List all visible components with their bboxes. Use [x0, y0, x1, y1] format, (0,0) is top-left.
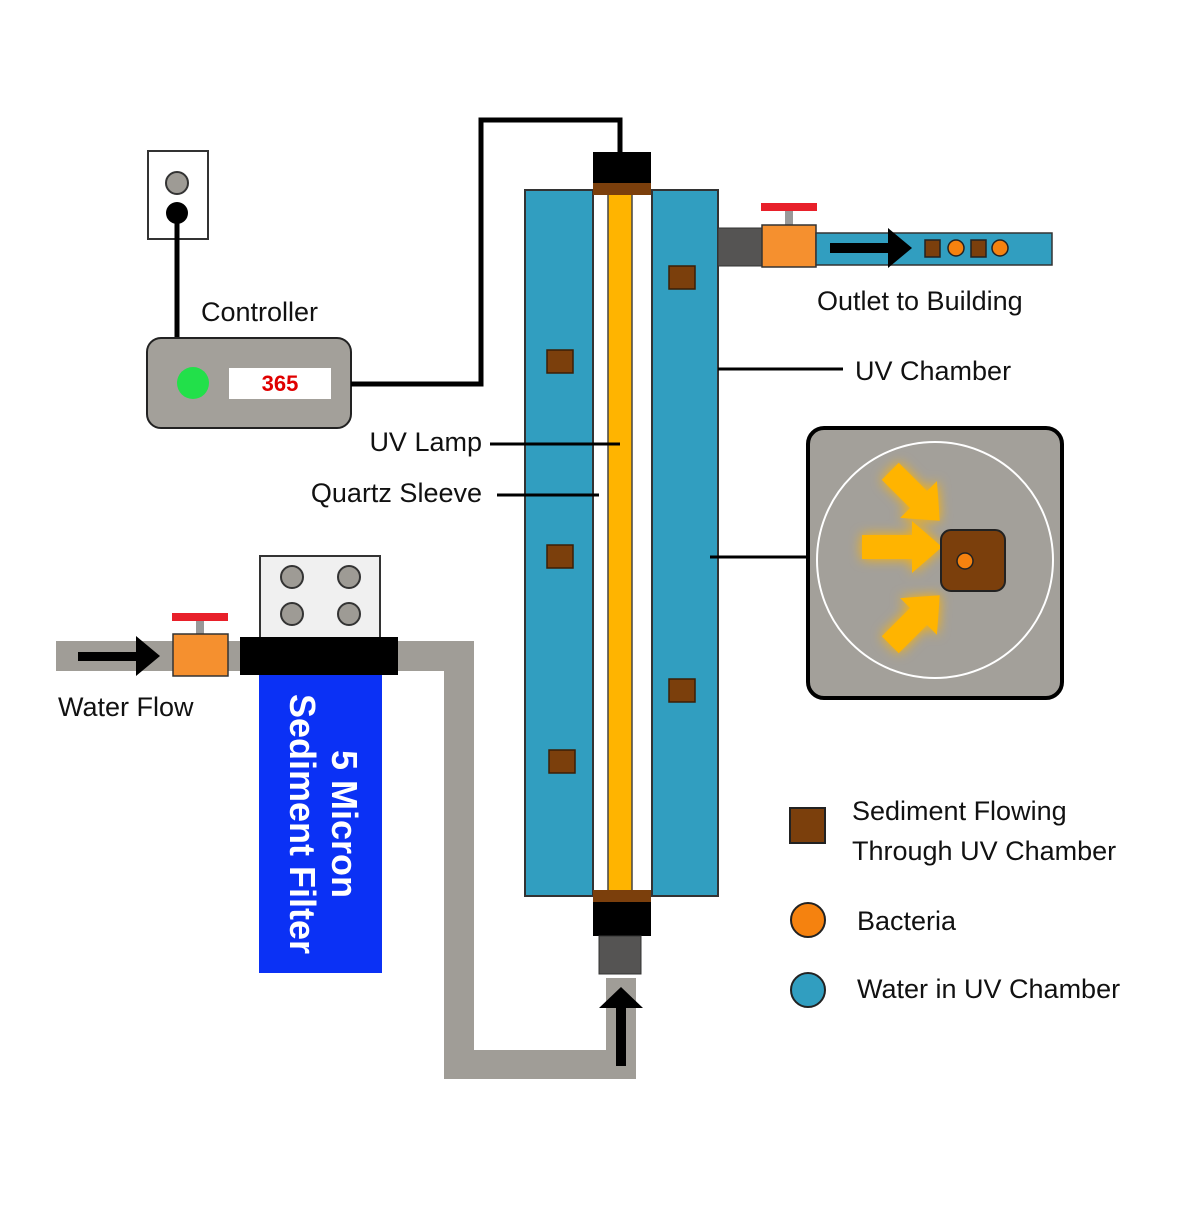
sediment-particle: [924, 239, 941, 258]
power-indicator-light: [177, 367, 209, 399]
sediment-particle: [668, 265, 696, 290]
uv-chamber-label: UV Chamber: [855, 356, 1011, 386]
uv-lamp: [607, 191, 633, 895]
legend-sediment-line2: Through UV Chamber: [852, 836, 1116, 866]
sediment-filter: 5 Micron Sediment Filter: [240, 555, 398, 973]
quartz-sleeve-label: Quartz Sleeve: [311, 478, 482, 508]
outlet-valve: [761, 203, 817, 268]
legend: Sediment Flowing Through UV Chamber Bact…: [789, 796, 1120, 1008]
sediment-particle: [546, 544, 574, 569]
chamber-inlet-arrow: [599, 987, 643, 1066]
uv-lamp-label: UV Lamp: [369, 427, 482, 457]
legend-water-swatch: [790, 972, 826, 1008]
legend-sediment-swatch: [789, 807, 826, 844]
filter-label-line1: 5 Micron: [324, 750, 365, 898]
sediment-particle: [546, 349, 574, 374]
uv-ray-arrows: [862, 462, 942, 654]
inlet-flow-arrow: [78, 636, 160, 676]
legend-water-label: Water in UV Chamber: [857, 974, 1120, 1004]
controller-display: [229, 368, 331, 399]
sediment-particle: [548, 749, 576, 774]
feed-pipe: [396, 641, 636, 1079]
outlet-contents: [924, 239, 1009, 258]
legend-bacteria-label: Bacteria: [857, 906, 957, 936]
detail-zoom-panel: [806, 426, 1064, 700]
outlet-connector: [717, 227, 764, 267]
controller-display-value: 365: [262, 371, 299, 396]
sediment-particle: [970, 239, 987, 258]
filter-label-line2: Sediment Filter: [282, 694, 323, 954]
outlet-flow-arrow: [830, 228, 912, 268]
controller-label: Controller: [201, 297, 318, 327]
lamp-cable: [351, 117, 623, 387]
legend-sediment-line1: Sediment Flowing: [852, 796, 1067, 826]
outlet-label: Outlet to Building: [817, 286, 1023, 316]
sediment-particle: [668, 678, 696, 703]
bacteria-particle: [991, 239, 1009, 257]
sediment-particles: [546, 265, 696, 774]
controller: 365: [146, 337, 352, 429]
bacteria-particle: [947, 239, 965, 257]
uv-chamber: [524, 152, 719, 975]
water-flow-label: Water Flow: [58, 692, 194, 722]
bacteria-particle-zoomed: [956, 552, 974, 570]
inlet-valve: [172, 613, 229, 677]
legend-bacteria-swatch: [790, 902, 826, 938]
